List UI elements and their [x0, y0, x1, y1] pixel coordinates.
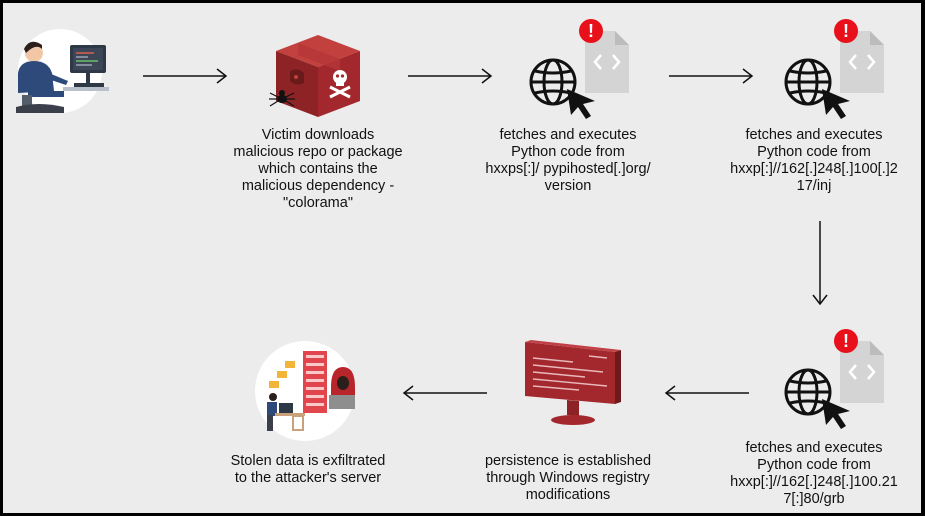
svg-text:!: !	[843, 21, 849, 41]
step-fetch2-caption: fetches and executes Python code from hx…	[730, 127, 898, 194]
registry-monitor-icon	[523, 338, 623, 428]
flow-arrow-down	[812, 221, 828, 312]
flow-arrow-2	[408, 68, 494, 89]
victim-at-computer-icon	[8, 29, 112, 113]
flow-arrow-1	[143, 68, 229, 89]
step-download-caption: Victim downloads malicious repo or packa…	[233, 127, 403, 211]
step-exfil-caption: Stolen data is exfiltrated to the attack…	[230, 453, 386, 486]
svg-text:!: !	[843, 331, 849, 351]
flow-arrow-back-2	[401, 385, 487, 406]
web-globe-cursor-icon: !	[523, 15, 638, 125]
malicious-package-icon	[268, 31, 368, 121]
flow-arrow-3	[669, 68, 755, 89]
attacker-server-icon	[253, 339, 357, 441]
web-globe-cursor-icon: !	[778, 15, 893, 125]
step-fetch3-caption: fetches and executes Python code from hx…	[730, 440, 898, 507]
step-fetch1-caption: fetches and executes Python code from hx…	[485, 127, 651, 194]
svg-text:!: !	[588, 21, 594, 41]
diagram-canvas: ! !	[3, 3, 921, 513]
flow-arrow-back-1	[663, 385, 749, 406]
step-persistence-caption: persistence is established through Windo…	[484, 453, 652, 503]
web-globe-cursor-icon: !	[778, 325, 893, 435]
